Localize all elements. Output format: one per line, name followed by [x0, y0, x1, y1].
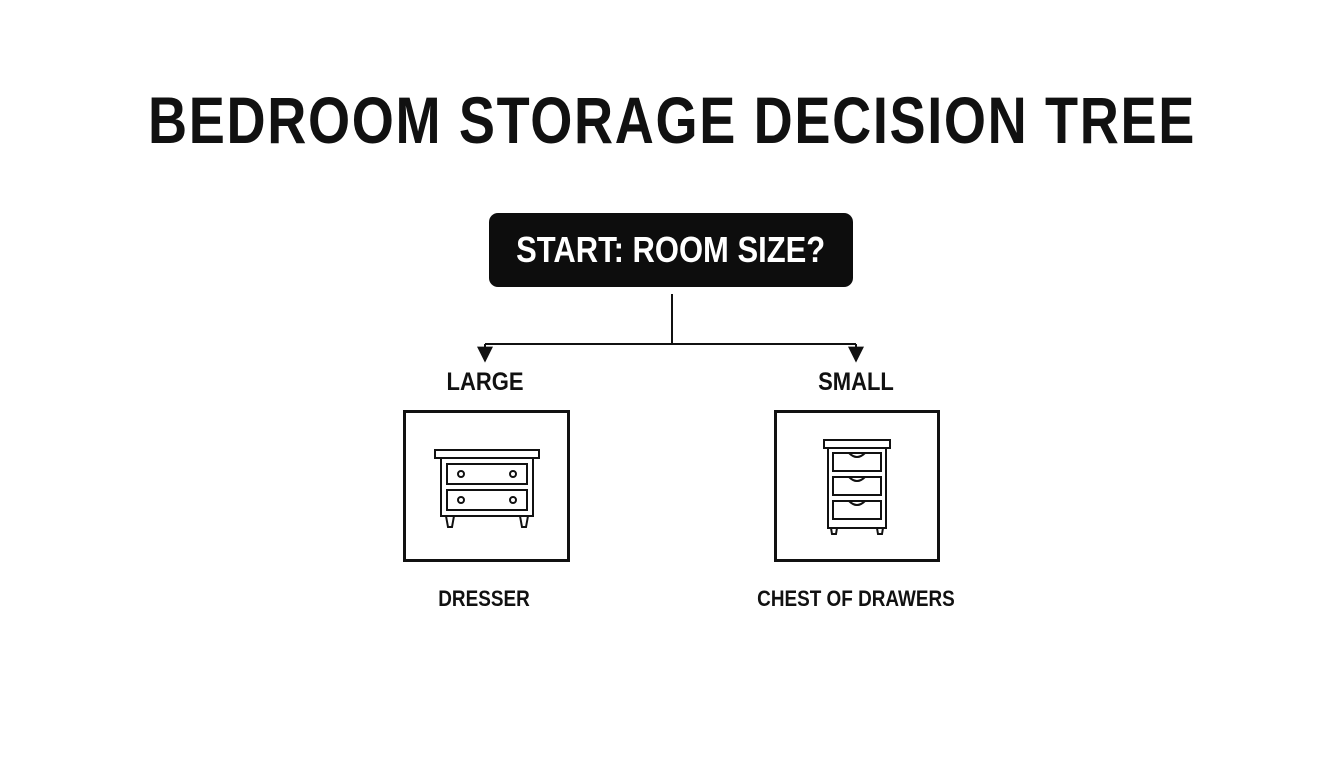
- branch-label-small: SMALL: [818, 368, 894, 396]
- dresser-option-box: [403, 410, 570, 562]
- option-label-dresser: DRESSER: [438, 586, 530, 611]
- start-node-label: START: ROOM SIZE?: [516, 229, 826, 270]
- diagram-title: BEDROOM STORAGE DECISION TREE: [148, 83, 1196, 157]
- chest-of-drawers-icon: [823, 439, 891, 535]
- branch-label-large: LARGE: [446, 368, 524, 396]
- start-node: START: ROOM SIZE?: [489, 213, 853, 287]
- option-label-chest-of-drawers: CHEST OF DRAWERS: [757, 586, 955, 611]
- chest-of-drawers-option-box: [774, 410, 940, 562]
- dresser-icon: [434, 449, 540, 528]
